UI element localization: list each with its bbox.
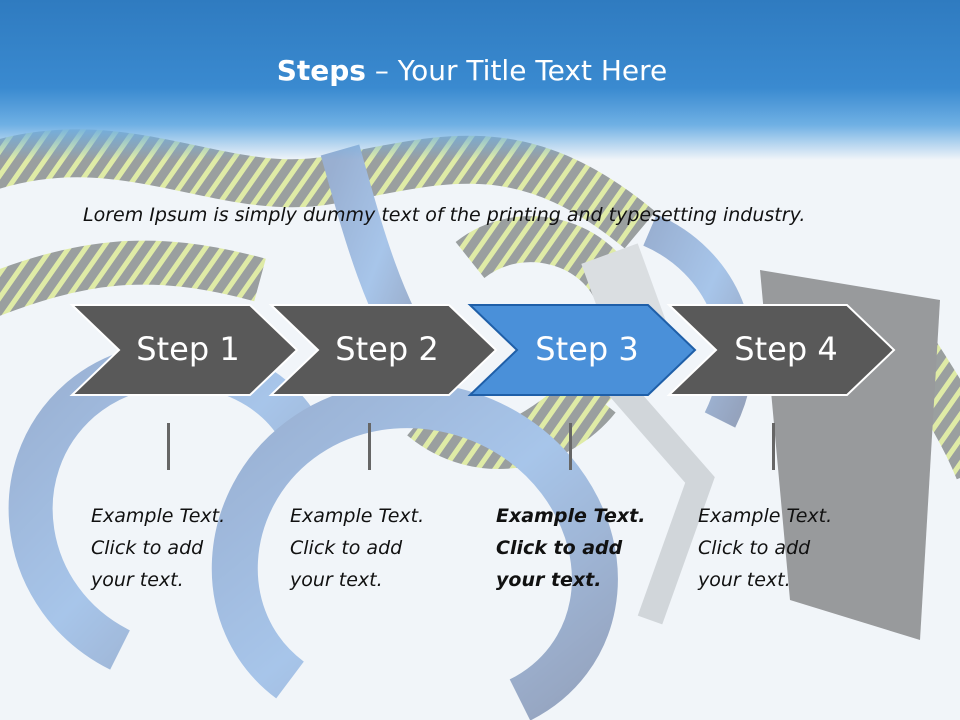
chevron-step-3[interactable] [467,304,697,396]
step-1-line-2: Click to add [91,537,204,559]
step-4-connector [772,423,775,470]
title-bold: Steps [276,54,366,87]
intro-text[interactable]: Lorem Ipsum is simply dummy text of the … [83,204,806,226]
step-chevrons [0,300,960,400]
step-4-line-1: Example Text. [698,505,833,527]
step-2-line-3: your text. [290,569,383,591]
step-4-description[interactable]: Example Text. Click to add your text. [698,500,878,596]
step-1-connector [167,423,170,470]
step-3-line-3: your text. [496,569,602,591]
step-1-label: Step 1 [136,330,240,368]
slide-title[interactable]: Steps – Your Title Text Here [0,54,944,87]
chevron-step-2[interactable] [268,304,498,396]
step-4-line-2: Click to add [698,537,811,559]
step-3-label: Step 3 [535,330,639,368]
step-3-description[interactable]: Example Text. Click to add your text. [496,500,676,596]
chevron-step-4[interactable] [666,304,896,396]
step-1-line-3: your text. [91,569,184,591]
step-3-connector [569,423,572,470]
step-4-label: Step 4 [734,330,838,368]
step-2-line-1: Example Text. [290,505,425,527]
step-1-line-1: Example Text. [91,505,226,527]
step-2-connector [368,423,371,470]
step-1-description[interactable]: Example Text. Click to add your text. [91,500,271,596]
step-2-description[interactable]: Example Text. Click to add your text. [290,500,470,596]
title-rest: – Your Title Text Here [374,54,668,87]
header-band [0,0,960,160]
step-2-label: Step 2 [335,330,439,368]
step-3-line-1: Example Text. [496,505,646,527]
step-4-line-3: your text. [698,569,791,591]
chevron-step-1[interactable] [69,304,299,396]
step-3-line-2: Click to add [496,537,623,559]
step-2-line-2: Click to add [290,537,403,559]
